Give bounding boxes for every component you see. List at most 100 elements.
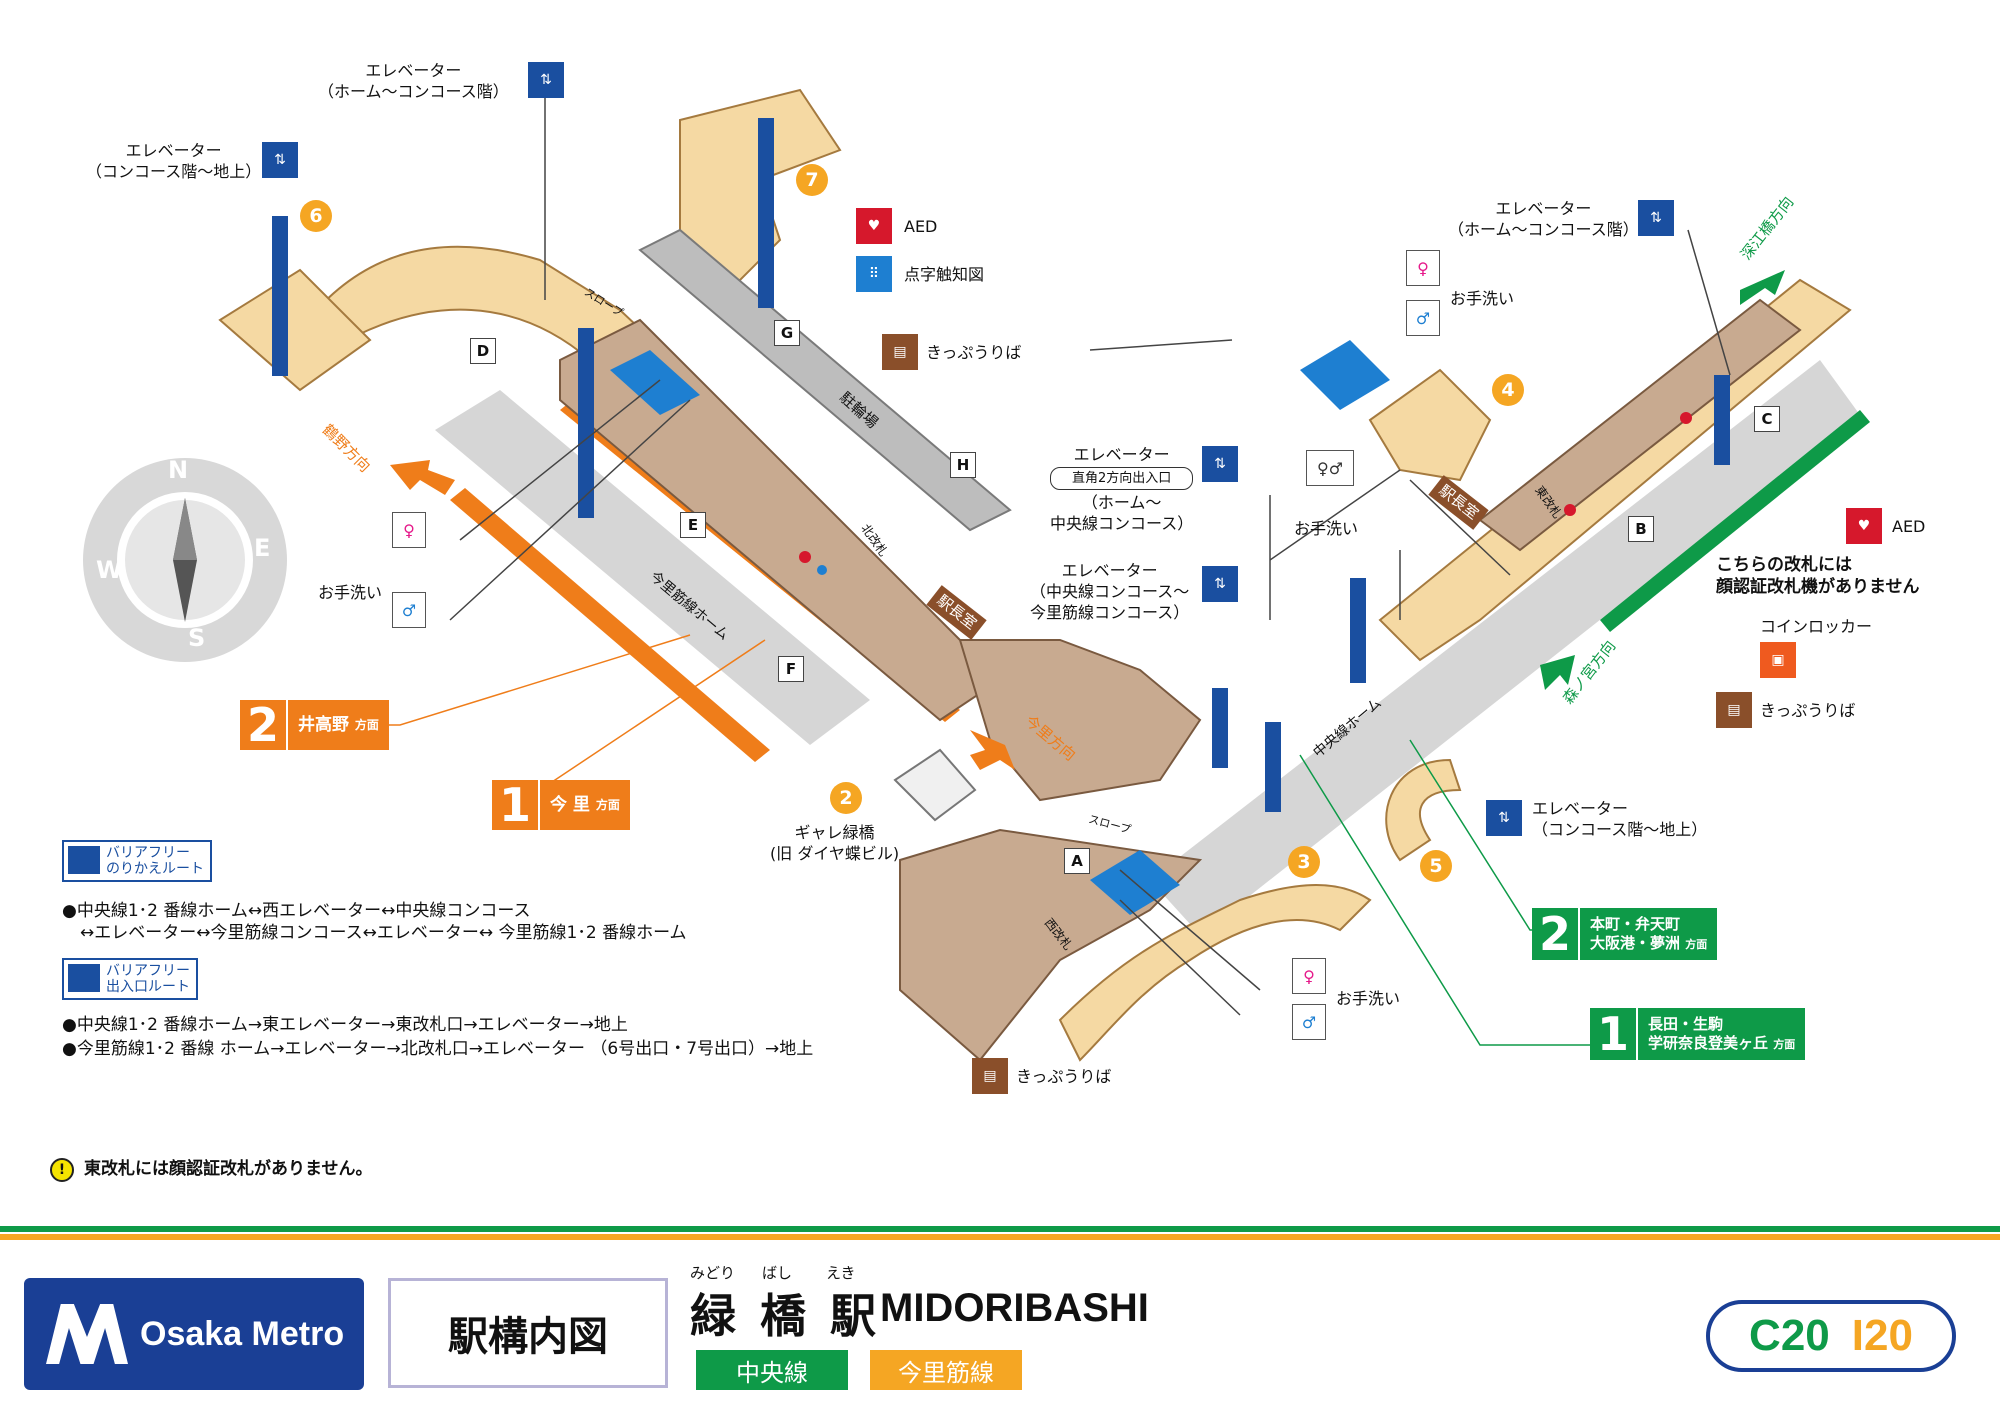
footer-stripe-orange [0,1234,2000,1240]
exit-number-6: 6 [300,200,332,232]
building-line1: ギャレ緑橋 [794,823,875,842]
bound-imazatosuji-1: 1 今 里 方面 [492,778,630,832]
footer-stripe-green [0,1226,2000,1232]
braille-map-label: 点字触知図 [904,265,985,284]
elevator-shaft-west-platform [578,328,594,518]
exit-badge-line1: バリアフリー [106,963,190,979]
elevator-shaft-east-c [1714,375,1730,465]
elevator-south-label: エレベーター （コンコース階〜地上） [1532,798,1707,840]
elevator-icon: ⇅ [1638,200,1674,236]
wheelchair-elevator-icon [68,964,100,992]
toilet-label-north: お手洗い [318,583,383,602]
bound-text: 井高野 方面 [286,700,389,750]
elevator-center-exit-title: エレベーター [1073,445,1170,464]
station-name-jp: 緑 橋 駅 [690,1289,881,1343]
exit-number-5: 5 [1420,850,1452,882]
exit-number-4: 4 [1492,374,1524,406]
map-title-box: 駅構内図 [388,1278,668,1388]
aed-label-north: AED [904,217,938,236]
metro-m-mark [46,1304,128,1364]
face-gate-note-line2: 顔認証改札機がありません [1716,577,1920,597]
toilet-men-icon: ♂ [1292,1004,1326,1040]
elevator-nw-sub: （コンコース階〜地上） [86,162,262,181]
furigana-1: みどり [690,1264,736,1282]
toilet-men-icon: ♂ [392,592,426,628]
ticket-icon: ▤ [972,1058,1008,1094]
furigana-2: ばし [762,1264,793,1282]
aed-dot-east [1680,412,1692,424]
bound-chuo-2: 2 本町・弁天町 大阪港・夢洲 方面 [1532,907,1718,961]
aed-label-east: AED [1892,517,1926,536]
elevator-east-platform-label: エレベーター （ホーム〜コンコース階） [1448,198,1639,240]
aed-icon: ♥ [856,208,892,244]
exit-f: F [778,656,804,682]
arrow-tsurumi [390,460,455,495]
exit-4-stairs [1368,368,1492,482]
compass [83,458,287,662]
toilet-label-south: お手洗い [1336,989,1401,1008]
ticket-label-south: きっぷうりば [1016,1067,1112,1086]
elevator-icon: ⇅ [1486,800,1522,836]
elevator-icon: ⇅ [1202,566,1238,602]
elevator-center-concourse-sub1: （中央線コンコース〜 [1030,582,1190,601]
elevator-shaft-east-platform [1350,578,1366,683]
imazatosuji-track-2 [450,488,770,762]
exit-e: E [680,512,706,538]
brand-name: Osaka Metro [140,1314,345,1353]
bound-num: 2 [1538,907,1571,961]
toilet-men-icon: ♂ [1406,300,1440,336]
line-badge-chuo: 中央線 [696,1350,848,1390]
compass-e: E [254,534,271,562]
compass-s: S [188,624,206,652]
exit-5-stairs [1385,758,1462,862]
footnote: 東改札には顔認証改札がありません。 [84,1159,373,1179]
ticket-dot-east [1564,504,1576,516]
exit-route-line2: ●今里筋線1･2 番線 ホーム→エレベーター→北改札口→エレベーター （6号出口… [62,1039,814,1059]
exit-d: D [470,338,496,364]
elevator-nw-label: エレベーター （コンコース階〜地上） [86,140,261,182]
elevator-center-concourse-label: エレベーター （中央線コンコース〜 今里筋線コンコース） [1030,560,1189,623]
furigana-3: えき [826,1264,856,1282]
station-name-en: MIDORIBASHI [880,1286,1149,1330]
elevator-icon: ⇅ [262,142,298,178]
braille-map-icon: ⠿ [856,256,892,292]
arrow-imazato [970,730,1015,770]
elevator-icon: ⇅ [1202,446,1238,482]
toilet-women-icon: ♀ [1406,250,1440,286]
chuo-platform [1150,360,1860,935]
toilet-unisex-icon: ♀♂ [1306,450,1354,486]
transfer-route-line1: ●中央線1･2 番線ホーム↔西エレベーター↔中央線コンコース [62,901,531,921]
exit-c: C [1754,406,1780,432]
elevator-shaft-center [1265,722,1281,812]
east-gated-area [1478,298,1802,552]
bound-text: 長田・生駒 学研奈良登美ヶ丘 方面 [1636,1008,1805,1060]
elevator-center-exit-tag: 直角2方向出入口 [1050,467,1194,490]
exit-3-stairs [1058,884,1372,1062]
building-line2: (旧 ダイヤ蝶ビル) [770,844,900,863]
map-title: 駅構内図 [448,1314,608,1360]
bound-num: 1 [1596,1007,1629,1061]
elevator-center-concourse-title: エレベーター [1061,561,1158,580]
building-label: ギャレ緑橋 (旧 ダイヤ蝶ビル) [770,822,899,864]
elevator-center-exit-label: エレベーター 直角2方向出入口 （ホーム〜 中央線コンコース） [1050,444,1194,534]
exit-a: A [1064,848,1090,874]
elevator-west-platform-label: エレベーター （ホーム〜コンコース階） [318,60,509,102]
ticket-icon: ▤ [1716,692,1752,728]
toilet-label-east: お手洗い [1450,289,1515,308]
wheelchair-elevator-icon [68,846,100,874]
toilet-block-north [610,350,700,415]
exit-b: B [1628,516,1654,542]
elevator-shaft-7 [758,118,774,308]
exit-badge-line2: 出入口ルート [106,979,190,995]
bound-text: 本町・弁天町 大阪港・夢洲 方面 [1578,908,1717,960]
transfer-route-line2: ↔エレベーター↔今里筋線コンコース↔エレベーター↔ 今里筋線1･2 番線ホーム [80,923,687,943]
transfer-badge-line2: のりかえルート [106,861,204,877]
galle-building [893,748,977,822]
elevator-center-concourse-sub2: 今里筋線コンコース） [1030,603,1190,622]
chuo-track-1 [1600,410,1870,632]
warning-icon: ! [50,1158,74,1182]
elevator-east-platform-sub: （ホーム〜コンコース階） [1448,220,1639,239]
arrow-morinomiya [1540,655,1575,690]
bound-chuo-1: 1 長田・生駒 学研奈良登美ヶ丘 方面 [1590,1007,1806,1061]
exit-number-2: 2 [830,782,862,814]
